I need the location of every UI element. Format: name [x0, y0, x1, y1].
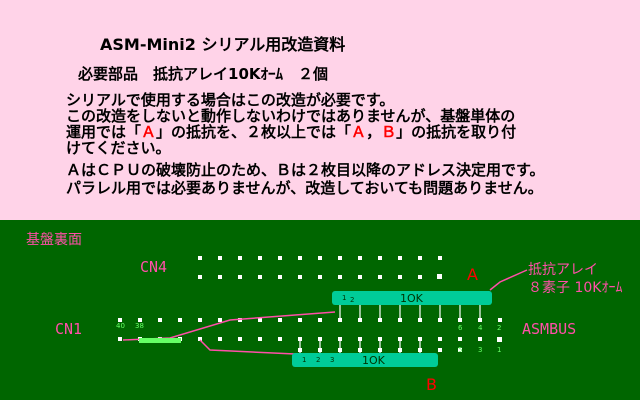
- label-b: B: [426, 375, 437, 394]
- cn4-pad: [278, 275, 282, 279]
- cn4-pad: [338, 256, 342, 260]
- bus-pad: [438, 348, 442, 352]
- pin-label-6: 6: [458, 324, 463, 332]
- pin-label-3: 3: [478, 346, 482, 354]
- bus-pad: [118, 337, 122, 341]
- resistor-b: [292, 353, 438, 367]
- bus-pad: [258, 337, 262, 341]
- bus-pad: [178, 318, 182, 322]
- resistor-b-pin3: 3: [330, 356, 334, 364]
- cn4-label: CN4: [140, 258, 167, 276]
- pin-label-38: 38: [135, 322, 144, 330]
- bus-pad: [278, 318, 282, 322]
- body-line-3-post: 」の抵抗を取り付: [396, 123, 517, 141]
- cn4-pad: [258, 275, 262, 279]
- cn4-pad: [338, 275, 342, 279]
- cn4-pad: [298, 275, 302, 279]
- cn4-pad: [318, 275, 322, 279]
- body-line-4: けてください。: [66, 139, 171, 157]
- body-line-2: この改造をしないと動作しないわけではありませんが、基盤単体の: [66, 107, 516, 125]
- bus-pad: [218, 337, 222, 341]
- bus-pad: [218, 318, 222, 322]
- bus-pad: [478, 337, 482, 341]
- cn4-pad: [418, 275, 422, 279]
- asmbus-label: ASMBUS: [522, 320, 576, 338]
- cn4-pad: [418, 256, 422, 260]
- resistor-a-pin2: 2: [350, 296, 354, 304]
- bus-pad: [118, 318, 122, 322]
- bus-pad: [198, 318, 202, 322]
- board-back-diagram: 基盤裏面 CN4 CN1 ASMBUS A B 抵抗アレイ ８素子 10Kｵｰﾑ…: [0, 220, 640, 400]
- highlight-a: Ａ: [141, 123, 157, 141]
- highlight-b: Ｂ: [381, 123, 397, 141]
- resistor-a: [332, 291, 492, 305]
- bus-pad: [158, 318, 162, 322]
- resistor-a-pin1: 1: [342, 294, 346, 302]
- trace-b: [199, 339, 296, 355]
- label-a: A: [467, 265, 478, 284]
- body-line-3-comma: ，: [366, 123, 382, 141]
- cn4-pad: [218, 275, 222, 279]
- cn4-pad: [358, 275, 362, 279]
- required-parts: 必要部品 抵抗アレイ10Kｵｰﾑ ２個: [78, 65, 328, 83]
- bus-pad: [458, 348, 462, 352]
- bus-pad: [278, 337, 282, 341]
- cn4-pad: [378, 275, 382, 279]
- board-svg: 基盤裏面 CN4 CN1 ASMBUS A B 抵抗アレイ ８素子 10Kｵｰﾑ…: [26, 231, 622, 394]
- cn1-highlight: [139, 338, 181, 343]
- cn4-pad: [258, 256, 262, 260]
- resistor-b-leads: [299, 339, 421, 353]
- cn4-pad: [198, 275, 202, 279]
- bus-pad: [458, 337, 462, 341]
- note-pointer-line: [489, 269, 528, 291]
- bus-pin1-square: [497, 337, 502, 342]
- body-line-3: 運用では「Ａ」の抵抗を、２枚以上では「Ａ，Ｂ」の抵抗を取り付: [66, 124, 516, 141]
- cn4-pad: [198, 256, 202, 260]
- body-line-3-mid: 」の抵抗を、２枚以上では「: [156, 123, 352, 141]
- bus-pad: [438, 337, 442, 341]
- resistor-a-value: 1OK: [400, 292, 424, 305]
- cn4-pad: [358, 256, 362, 260]
- resistor-b-pin1: 1: [302, 356, 306, 364]
- cn4-pad: [218, 256, 222, 260]
- bus-pad: [258, 318, 262, 322]
- pin-label-40: 40: [116, 322, 125, 330]
- cn4-pin1-square: [437, 274, 442, 279]
- bus-pad: [138, 318, 142, 322]
- body-line-5: ＡはＣＰＵの破壊防止のため、Ｂは２枚目以降のアドレス決定用です。: [66, 161, 545, 179]
- bus-pad: [238, 337, 242, 341]
- bus-pad: [198, 337, 202, 341]
- bus-pad: [298, 318, 302, 322]
- trace-a: [122, 311, 336, 341]
- cn4-pad: [238, 275, 242, 279]
- cn4-pad: [278, 256, 282, 260]
- bus-pad: [498, 318, 502, 322]
- pin-label-2: 2: [497, 324, 501, 332]
- cn4-pad: [398, 275, 402, 279]
- resistor-note-1: 抵抗アレイ: [528, 262, 598, 278]
- page-title: ASM-Mini2 シリアル用改造資料: [100, 35, 346, 54]
- description-panel: ASM-Mini2 シリアル用改造資料 必要部品 抵抗アレイ10Kｵｰﾑ ２個 …: [66, 35, 545, 197]
- body-line-1: シリアルで使用する場合はこの改造が必要です。: [66, 91, 395, 109]
- resistor-b-pin2: 2: [316, 356, 320, 364]
- highlight-a-2: Ａ: [351, 123, 367, 141]
- cn4-pad: [398, 256, 402, 260]
- cn4-pad: [238, 256, 242, 260]
- body-line-6: パラレル用では必要ありませんが、改造しておいても問題ありません。: [66, 179, 543, 197]
- board-title: 基盤裏面: [26, 231, 82, 248]
- cn4-pad: [298, 256, 302, 260]
- cn1-label: CN1: [55, 320, 82, 338]
- resistor-b-value: 1OK: [362, 354, 386, 367]
- body-line-3-pre: 運用では「: [66, 123, 142, 141]
- resistor-note-2: ８素子 10Kｵｰﾑ: [528, 280, 622, 296]
- cn4-pad: [318, 256, 322, 260]
- bus-pad: [318, 318, 322, 322]
- cn4-pad: [438, 256, 442, 260]
- pin-label-1: 1: [497, 346, 501, 354]
- pin-label-4: 4: [478, 324, 483, 332]
- resistor-a-leads: [339, 305, 481, 320]
- pin-label-5: 5: [458, 346, 462, 354]
- cn4-pad: [378, 256, 382, 260]
- bus-pad: [238, 318, 242, 322]
